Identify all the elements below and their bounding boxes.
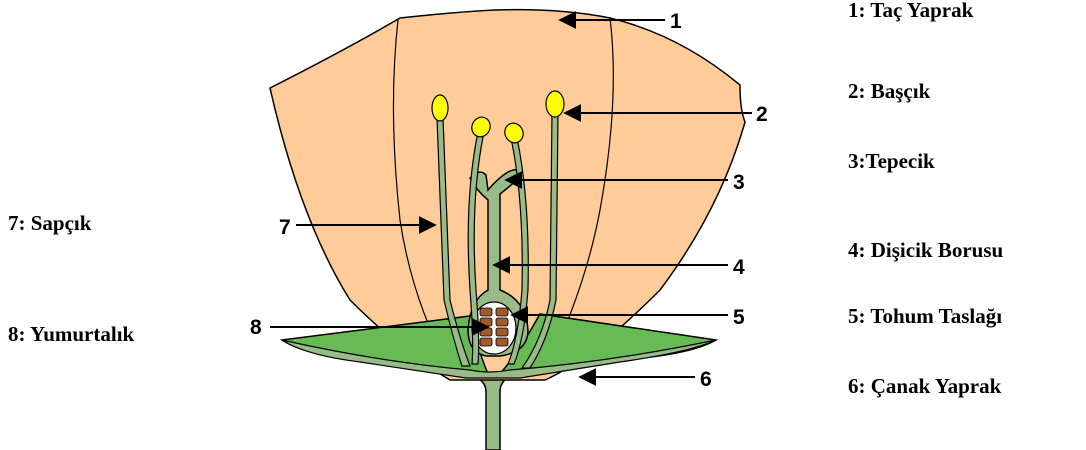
ovule bbox=[480, 318, 492, 326]
callout-6: 6 bbox=[700, 368, 712, 391]
legend-item-4: 4: Dişicik Borusu bbox=[848, 238, 1004, 262]
stem bbox=[472, 372, 512, 450]
ovule bbox=[496, 328, 508, 336]
legend-item-5: 5: Tohum Taslağı bbox=[848, 304, 1002, 328]
callout-2: 2 bbox=[756, 103, 768, 126]
callout-5: 5 bbox=[733, 306, 745, 329]
callout-4: 4 bbox=[733, 256, 745, 279]
legend-item-8: 8: Yumurtalık bbox=[8, 322, 135, 346]
anther bbox=[432, 95, 448, 121]
callout-3: 3 bbox=[733, 171, 745, 194]
anther bbox=[546, 91, 564, 117]
ovule bbox=[480, 328, 492, 336]
ovule bbox=[496, 338, 508, 346]
legend-item-3: 3:Tepecik bbox=[848, 149, 935, 173]
ovule bbox=[480, 308, 492, 316]
legend-item-2: 2: Başçık bbox=[848, 79, 931, 103]
ovule bbox=[496, 308, 508, 316]
legend-item-6: 6: Çanak Yaprak bbox=[848, 374, 1002, 398]
legend-item-1: 1: Taç Yaprak bbox=[848, 0, 974, 22]
callout-1: 1 bbox=[670, 10, 682, 33]
callout-7: 7 bbox=[279, 216, 291, 239]
ovule bbox=[480, 338, 492, 346]
callout-8: 8 bbox=[250, 316, 262, 339]
ovule bbox=[496, 318, 508, 326]
legend-item-7: 7: Sapçık bbox=[8, 211, 92, 235]
